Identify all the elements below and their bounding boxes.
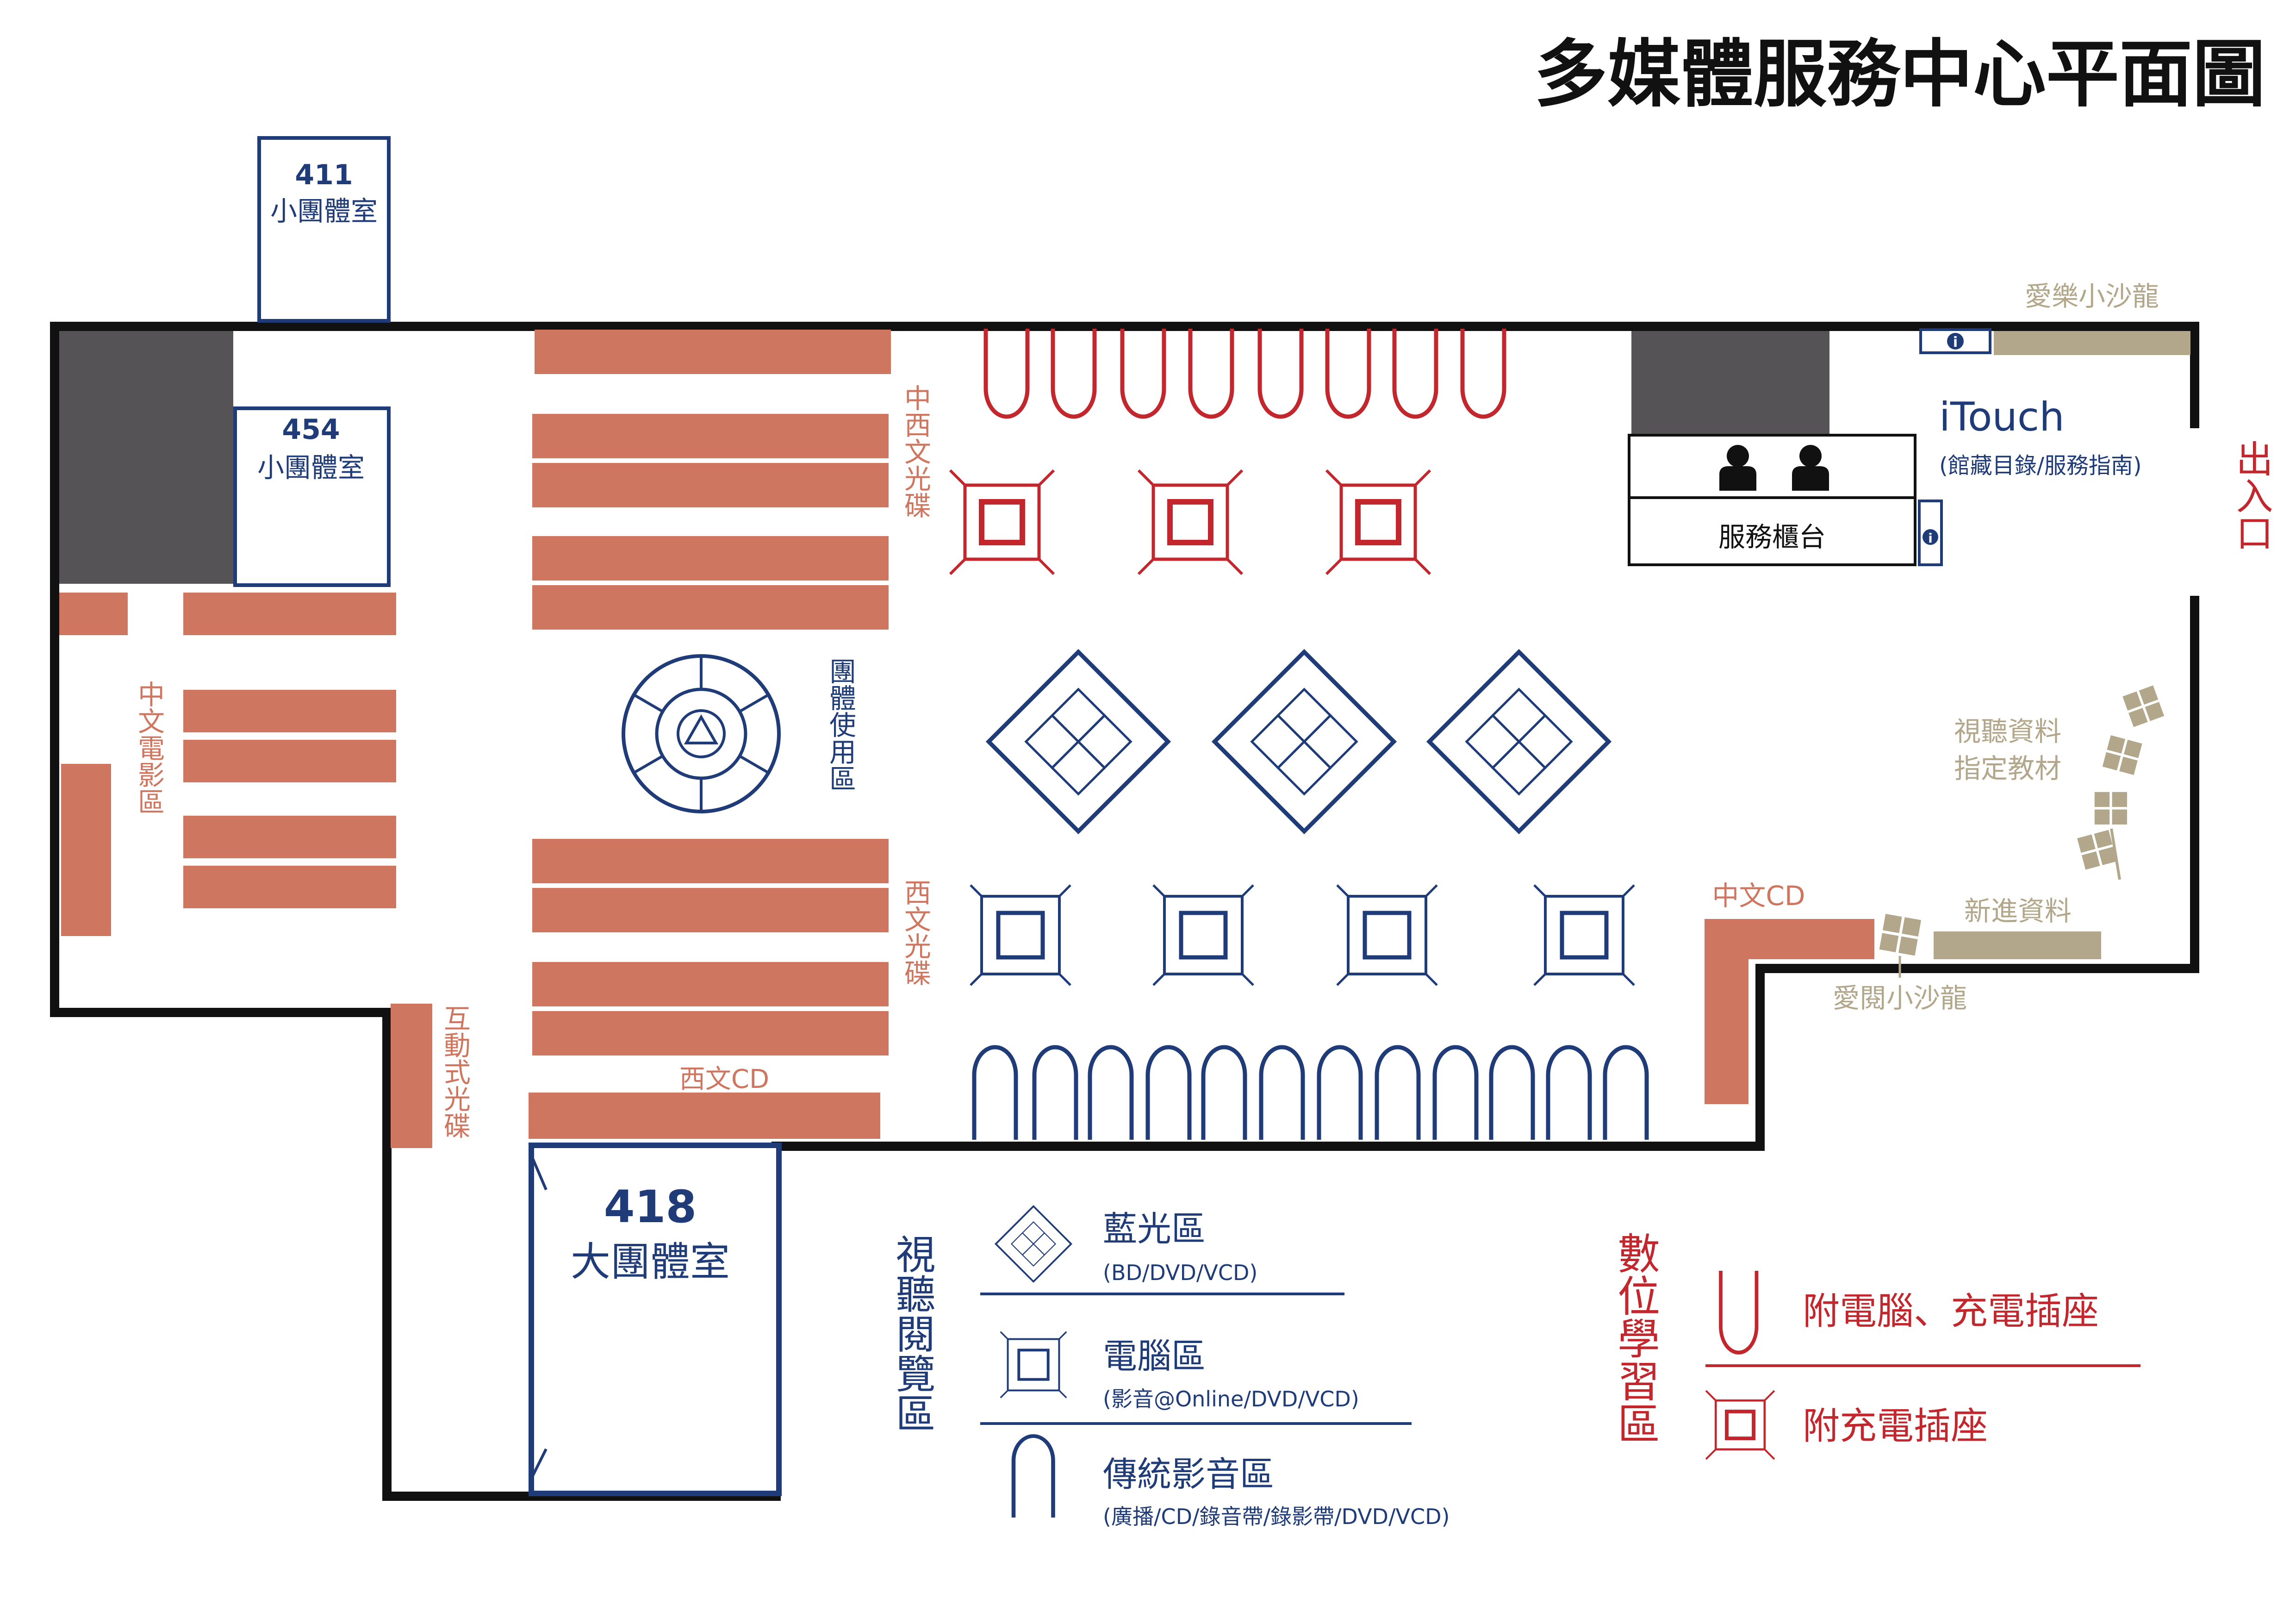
zone-group-use: 團體使用區: [825, 657, 856, 792]
zone-itouch: iTouch: [1939, 394, 2065, 440]
zone-west-cd: 西文CD: [679, 1064, 769, 1094]
charging-tables: [950, 470, 1430, 574]
group-use-table: [622, 654, 781, 813]
zone-west-disc: 西文光碟: [900, 879, 931, 986]
room-418-number: 418: [604, 1181, 697, 1233]
zone-cn-west-disc: 中西文光碟: [900, 384, 931, 518]
legend-charging-label: 附充電插座: [1803, 1405, 1988, 1448]
legend-traditional-sub: (廣播/CD/錄音帶/錄影帶/DVD/VCD): [1103, 1504, 1450, 1529]
room-411: [257, 136, 391, 323]
legend-computer-symbol: [1001, 1332, 1067, 1398]
zone-service-counter: 服務櫃台: [1718, 521, 1826, 553]
legend-pc-charging-label: 附電腦、充電插座: [1803, 1290, 2099, 1333]
room-418-name: 大團體室: [571, 1239, 730, 1285]
legend-digital-group-label: 數位學習區: [1611, 1231, 1660, 1444]
page-title: 多媒體服務中心平面圖: [1534, 32, 2265, 117]
storage-block-counter: [1631, 331, 1829, 435]
zone-new-materials: 新進資料: [1964, 895, 2072, 927]
room-418-door-bottom: [531, 1448, 548, 1478]
room-454-name: 小團體室: [257, 452, 365, 483]
storage-block-left: [59, 331, 233, 584]
info-icon-side: [1923, 529, 1938, 545]
zone-interactive-disc: 互動式光碟: [439, 1005, 471, 1139]
room-454: [233, 406, 391, 587]
info-glyph-side: i: [1928, 531, 1933, 546]
chinese-cd-shelf: [1705, 919, 1874, 1104]
service-counter-front: [1628, 496, 1916, 566]
info-glyph-top: i: [1953, 334, 1958, 350]
av-materials-shelf: [2075, 683, 2166, 880]
legend-traditional-label: 傳統影音區: [1103, 1455, 1274, 1494]
zone-ai-le-salon: 愛樂小沙龍: [2025, 281, 2159, 312]
zone-ai-yue-salon: 愛閱小沙龍: [1833, 982, 1967, 1014]
entrance-gap: [2188, 428, 2202, 596]
legend-computer-sub: (影音@Online/DVD/VCD): [1103, 1387, 1359, 1412]
zone-exit: 出入口: [2230, 440, 2273, 551]
room-454-number: 454: [282, 413, 340, 446]
info-icon-top: [1947, 333, 1964, 350]
new-materials-shelf: [1934, 931, 2101, 959]
zone-chinese-movie: 中文電影區: [133, 681, 165, 815]
zone-chinese-cd: 中文CD: [1712, 880, 1805, 912]
legend-computer-label: 電腦區: [1103, 1337, 1206, 1376]
zone-av-materials-2: 指定教材: [1954, 753, 2061, 784]
legend-bluray-symbol: [995, 1205, 1072, 1283]
room-411-number: 411: [295, 159, 353, 191]
ai-le-salon-bench: [1994, 331, 2190, 355]
room-418: [529, 1143, 782, 1496]
legend-charging-symbol: [1706, 1391, 1774, 1459]
chinese-movie-shelves: [59, 593, 396, 936]
zone-itouch-sub: (館藏目錄/服務指南): [1939, 453, 2142, 479]
legend-av-group-label: 視聽閱覽區: [889, 1234, 935, 1433]
service-counter-desk: [1628, 434, 1916, 499]
ai-yue-salon-table: [1877, 912, 1923, 958]
legend-traditional-symbol: [1014, 1436, 1053, 1518]
room-418-door-top: [531, 1156, 548, 1191]
legend-bluray-sub: (BD/DVD/VCD): [1103, 1260, 1257, 1285]
zone-av-materials-1: 視聽資料: [1954, 716, 2061, 747]
legend-bluray-label: 藍光區: [1103, 1209, 1206, 1249]
legend-pc-charging-symbol: [1721, 1271, 1756, 1353]
central-shelves: [391, 330, 891, 1148]
room-411-name: 小團體室: [270, 195, 378, 227]
